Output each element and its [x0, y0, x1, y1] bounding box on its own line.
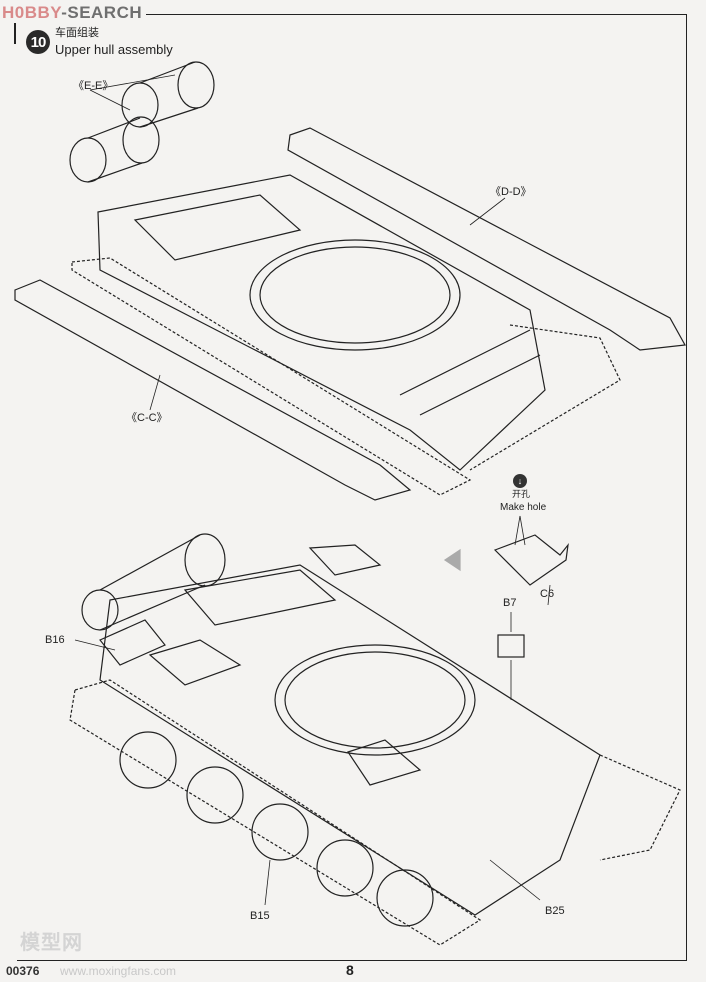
track-bottom	[69, 679, 482, 946]
fuel-drums-bottom	[81, 533, 226, 631]
step-title-cn: 车面组装	[55, 27, 99, 39]
assembled-hull-bottom	[99, 544, 601, 916]
label-d-d: 《D-D》	[490, 186, 532, 198]
step-number-badge: 10	[26, 30, 50, 54]
road-wheels	[119, 731, 434, 927]
page-number: 8	[346, 962, 354, 978]
track-right-top	[469, 324, 621, 471]
step-title-en: Upper hull assembly	[55, 42, 173, 57]
frame-left-edge	[14, 14, 16, 44]
direction-arrow-icon	[443, 548, 461, 572]
part-b7	[497, 634, 525, 658]
label-b16: B16	[45, 634, 65, 646]
label-b25: B25	[545, 905, 565, 917]
upper-hull-top	[97, 174, 546, 471]
make-hole-cn: 开孔	[512, 489, 531, 499]
drill-hole-icon: ↓	[513, 474, 527, 488]
fuel-drums-top	[69, 61, 215, 183]
fender-cc	[14, 279, 412, 501]
label-c-c: 《C-C》	[126, 412, 168, 424]
site-watermark-cn: 模型网	[20, 932, 83, 954]
page-frame	[17, 14, 687, 961]
fender-dd	[287, 127, 686, 351]
label-b7: B7	[503, 597, 517, 609]
track-left-top	[71, 257, 472, 496]
label-e-e: 《E-E》	[73, 80, 114, 92]
product-code: 00376	[6, 964, 40, 978]
watermark-part2: -SEARCH	[61, 3, 143, 22]
fender-right-bottom	[599, 754, 681, 861]
label-b15: B15	[250, 910, 270, 922]
make-hole-en: Make hole	[500, 502, 547, 513]
watermark-part1: H0BBY	[2, 3, 62, 22]
label-c6: C6	[540, 588, 555, 600]
part-c6	[493, 534, 569, 586]
site-watermark-url: www.moxingfans.com	[60, 964, 177, 978]
hobby-search-watermark: H0BBY-SEARCH	[2, 3, 147, 23]
